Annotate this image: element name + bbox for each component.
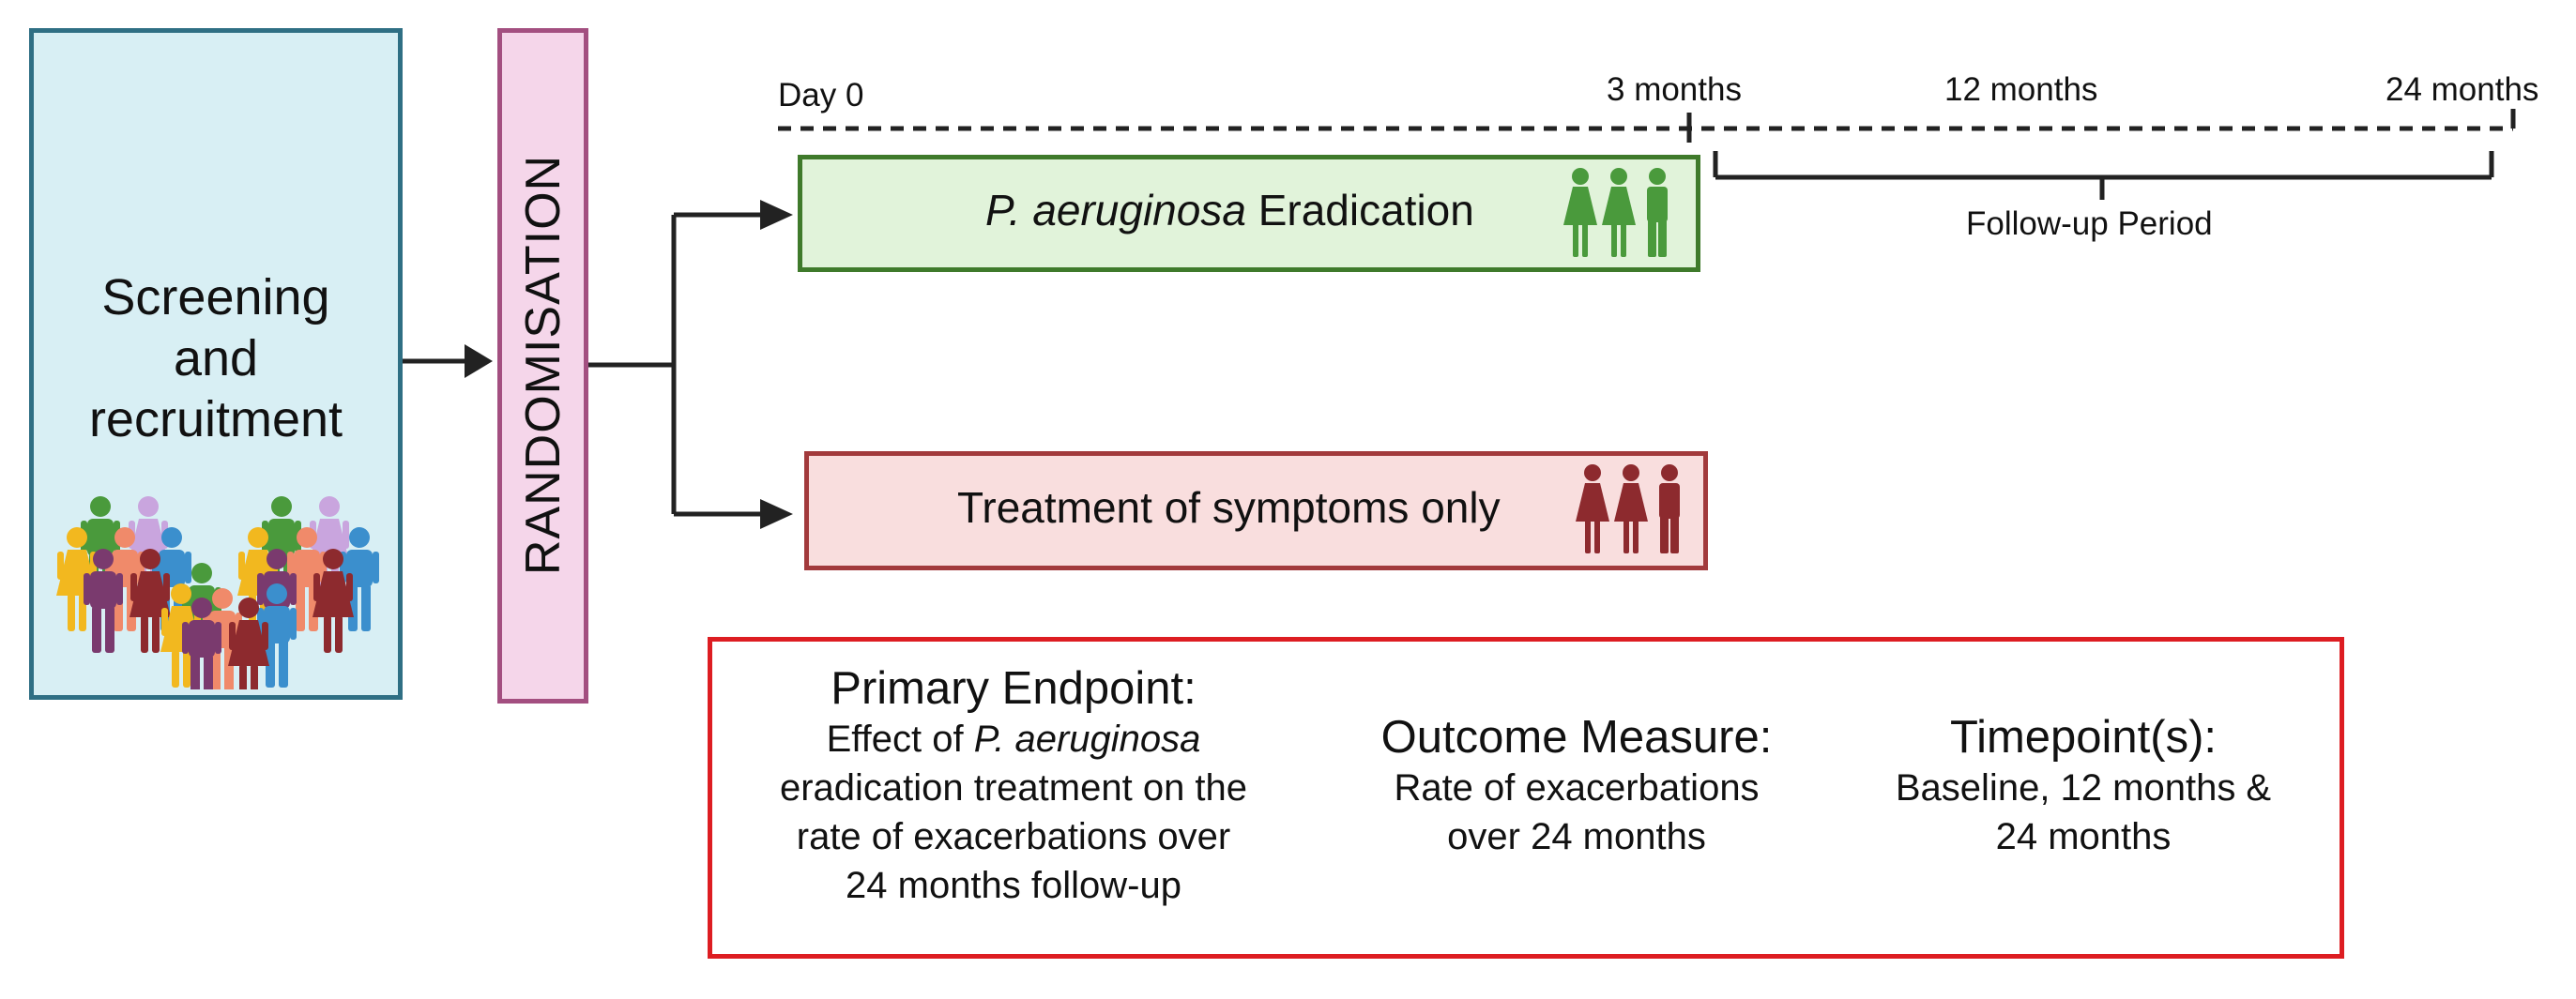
eradication-arm-text: Eradication <box>1245 186 1474 235</box>
outcome-measure-line2: over 24 months <box>1447 816 1706 857</box>
endpoints-box <box>708 637 2344 959</box>
timeline-12-months-label: 12 months <box>1944 71 2098 108</box>
timepoints-line2: 24 months <box>1995 816 2172 857</box>
timeline-day0-label: Day 0 <box>778 77 864 114</box>
randomisation-box <box>497 28 588 704</box>
eradication-arm-box <box>798 155 1700 272</box>
screening-label-line2: and <box>173 330 259 386</box>
people-group-green-icon <box>1563 168 1668 257</box>
people-group-red-icon <box>1576 464 1680 553</box>
timepoints-line1: Baseline, 12 months & <box>1895 767 2272 809</box>
outcome-measure-line1: Rate of exacerbations <box>1394 767 1760 809</box>
eradication-arm-label: P. aeruginosa Eradication <box>985 185 1474 235</box>
primary-endpoint-column: Primary Endpoint: Effect of P. aeruginos… <box>723 662 1304 910</box>
primary-endpoint-line4: 24 months follow-up <box>846 865 1181 906</box>
primary-endpoint-line3: rate of exacerbations over <box>796 816 1231 857</box>
timeline <box>778 109 2516 143</box>
timeline-3-months-label: 3 months <box>1607 71 1742 108</box>
follow-up-bracket <box>1713 151 2494 200</box>
primary-endpoint-line2: eradication treatment on the <box>779 767 1248 809</box>
screening-label-line3: recruitment <box>88 391 343 447</box>
timeline-24-months-label: 24 months <box>2385 71 2539 108</box>
symptoms-arm-label: Treatment of symptoms only <box>957 483 1501 532</box>
primary-endpoint-title: Primary Endpoint: <box>831 663 1197 714</box>
branch-arrows <box>588 200 793 529</box>
outcome-measure-title: Outcome Measure: <box>1380 712 1773 763</box>
randomisation-label: RANDOMISATION <box>516 154 571 576</box>
arrow-screening-to-randomisation <box>403 344 493 378</box>
symptoms-arm-box <box>804 451 1708 570</box>
primary-endpoint-line1-italic: P. aeruginosa <box>973 719 1201 760</box>
primary-endpoint-line1: Effect of P. aeruginosa <box>723 715 1304 764</box>
follow-up-period-label: Follow-up Period <box>1966 205 2213 242</box>
timepoints-column: Timepoint(s): Baseline, 12 months & 24 m… <box>1839 711 2327 861</box>
screening-label-line1: Screening <box>101 269 330 325</box>
eradication-arm-italic: P. aeruginosa <box>985 186 1246 235</box>
screening-label: Screening and recruitment <box>29 267 403 450</box>
crowd-icon <box>56 496 379 689</box>
primary-endpoint-line1-prefix: Effect of <box>826 719 974 760</box>
timepoints-title: Timepoint(s): <box>1949 712 2218 763</box>
outcome-measure-column: Outcome Measure: Rate of exacerbations o… <box>1333 711 1821 861</box>
